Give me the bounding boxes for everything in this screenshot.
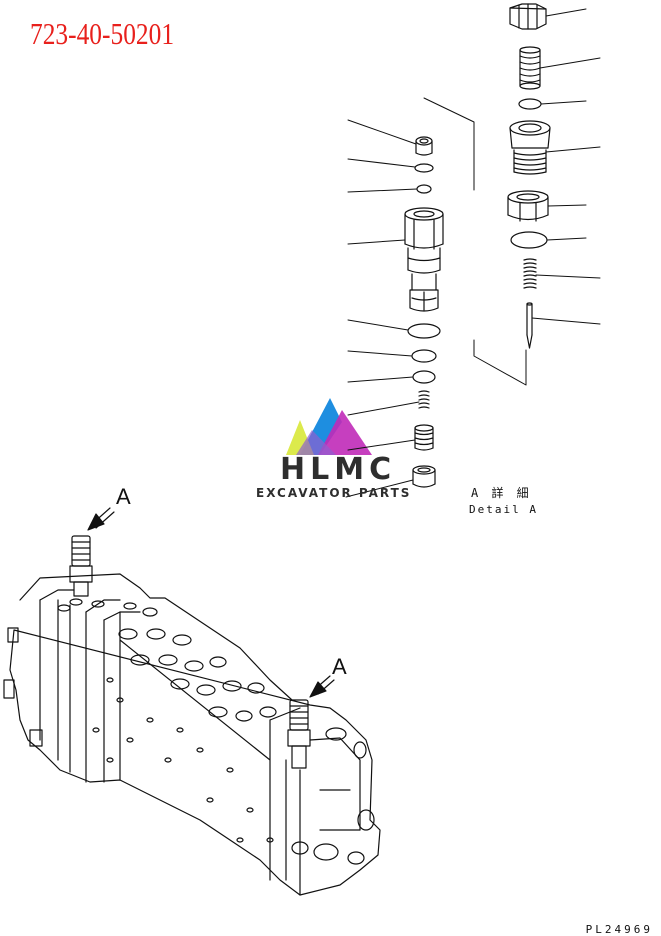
- relief-valve-top-left: [69, 535, 93, 597]
- view-arrow-top: [87, 507, 115, 531]
- spring-cylinder: [519, 46, 541, 90]
- left-leader-lines: [345, 119, 420, 498]
- relief-valve-right: [287, 699, 311, 769]
- lock-nut: [507, 190, 549, 222]
- hlmc-logo-mark: [286, 398, 372, 455]
- relief-valve-body: [404, 207, 444, 312]
- small-cap: [415, 136, 433, 156]
- view-a-label-right: A: [332, 654, 347, 679]
- drawing-code: PL24969: [585, 923, 653, 936]
- valve-spring: [418, 390, 430, 409]
- view-a-label-top: A: [116, 484, 131, 509]
- backup-ring: [416, 184, 432, 194]
- small-o-ring: [414, 163, 434, 173]
- right-column-parts: [507, 3, 601, 349]
- bottom-cap: [412, 465, 436, 488]
- small-o-ring: [518, 98, 542, 110]
- large-o-ring: [510, 231, 548, 249]
- o-ring-large: [407, 323, 441, 339]
- right-leader-lines: [531, 8, 601, 325]
- left-column-parts: [345, 119, 444, 498]
- small-spring: [523, 258, 537, 289]
- hex-nut: [509, 3, 547, 30]
- watermark-brand: HLMC: [280, 452, 397, 487]
- threaded-plug: [414, 424, 434, 451]
- detail-label-english: Detail A: [469, 503, 538, 516]
- poppet-needle: [526, 302, 533, 349]
- detail-label-japanese: A 詳 細: [471, 486, 532, 500]
- watermark-tagline: EXCAVATOR PARTS: [256, 486, 412, 500]
- o-ring-medium: [411, 349, 437, 363]
- view-arrow-right: [309, 675, 335, 698]
- port-holes: [57, 598, 277, 843]
- threaded-sleeve: [509, 120, 551, 175]
- assembly-bracket: [423, 97, 527, 386]
- o-ring-small: [412, 370, 436, 384]
- part-number: 723-40-50201: [30, 16, 175, 51]
- control-valve-assembly: [3, 535, 381, 896]
